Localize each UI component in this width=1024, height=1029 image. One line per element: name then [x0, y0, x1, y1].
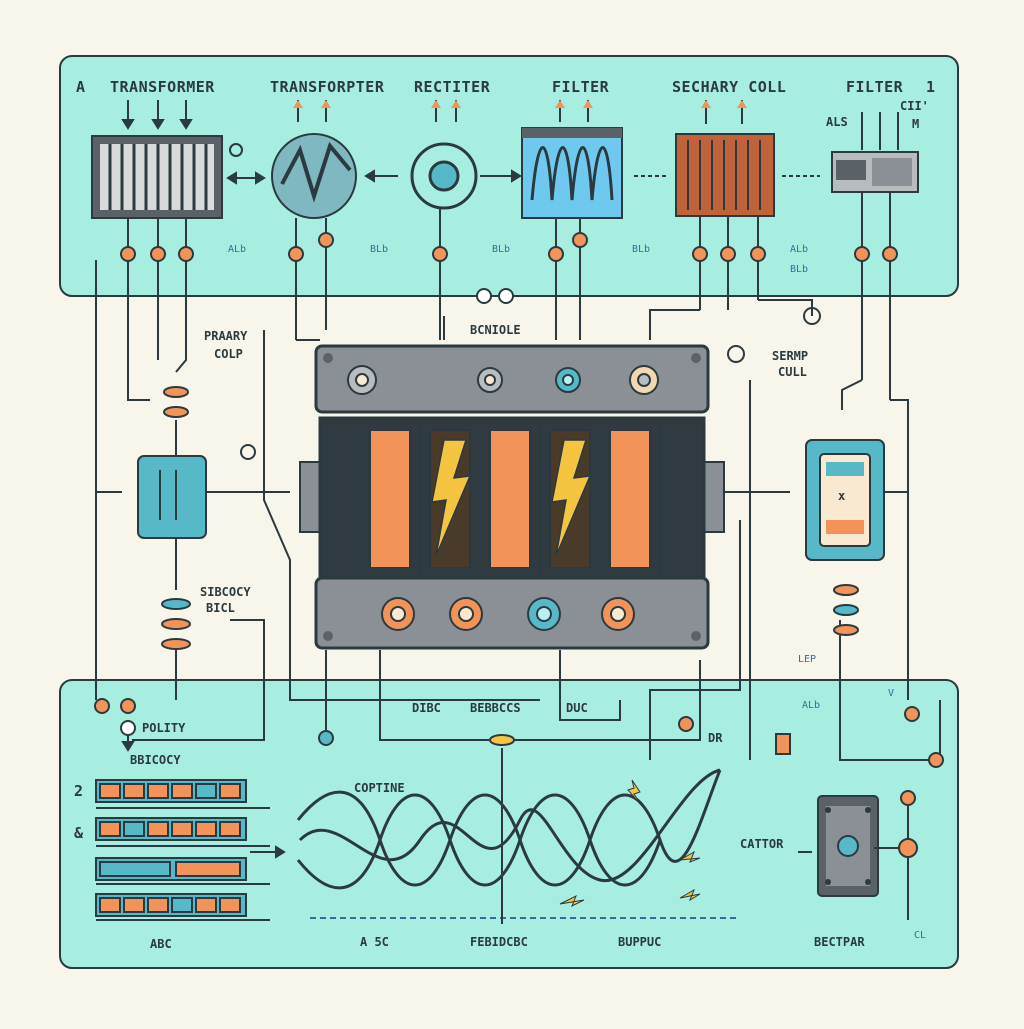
battery-top-terminals — [347, 365, 659, 395]
cattor-label: CATTOR — [740, 837, 784, 851]
center-label-1: DIBC — [412, 701, 441, 715]
right-small-alb: ALb — [802, 700, 820, 711]
primary-coil-label-1: PRAARY — [204, 329, 248, 343]
secondary-coil-label-2: CULL — [778, 365, 807, 379]
bcniole-label: BCNIOLE — [470, 323, 521, 337]
bus-label: BBICOCY — [130, 753, 181, 767]
small-label-m: M — [912, 117, 919, 131]
link-arrow-2 — [364, 169, 398, 183]
label-transformer-1: TRANSFORMER — [110, 78, 215, 96]
filter-1-icon — [521, 100, 623, 219]
top-panel-nodes — [120, 232, 898, 262]
label-filter-2: FILTER — [846, 78, 904, 96]
tick-label-1: ALb — [228, 244, 246, 255]
primary-coil-stack — [163, 386, 189, 418]
input-arrows — [121, 100, 193, 130]
left-inductor-icon — [137, 420, 207, 590]
bottom-corner-amp: & — [74, 824, 84, 842]
secondary-coil-stack — [161, 598, 191, 650]
secondary-coil-label-1: SERMP — [772, 349, 808, 363]
ac-source-icon — [271, 100, 357, 219]
bottom-left-nodes — [94, 650, 177, 752]
transformer-1-icon — [91, 135, 243, 219]
bottom-right-nodes — [874, 706, 944, 920]
small-label-als: ALS — [826, 115, 848, 129]
data-bus-bars — [95, 779, 286, 921]
svg-text:x: x — [838, 489, 845, 503]
battery-cells — [359, 420, 661, 578]
bottom-center-nodes — [318, 650, 791, 755]
spark-icons — [559, 779, 701, 908]
middle-wires — [95, 260, 941, 761]
wave-label: COPTINE — [354, 781, 405, 795]
probe-node — [803, 307, 821, 325]
label-transformer-2: TRANSFORPTER — [270, 78, 385, 96]
secondary-coil-icon — [675, 100, 775, 217]
primary-coil-label-2: COLP — [214, 347, 243, 361]
capacitor-icon — [798, 795, 879, 897]
label-rectifier: RECTITER — [414, 78, 491, 96]
link-arrow-3 — [480, 169, 522, 183]
probe-node-3 — [240, 444, 256, 460]
rectifier-icon — [410, 100, 478, 210]
bottom-label-feb: FEBIDCBC — [470, 935, 528, 949]
secondary-label-1: SIBCOCY — [200, 585, 251, 599]
bottom-label-bectpar: BECTPAR — [814, 935, 865, 949]
center-label-3: DUC — [566, 701, 588, 715]
bottom-label-buppuc: BUPPUC — [618, 935, 661, 949]
filter-2-icon — [831, 112, 919, 193]
label-secondary-coil: SECHARY COLL — [672, 78, 786, 96]
top-corner-right: 1 — [926, 78, 936, 96]
link-arrow-1 — [226, 171, 266, 185]
label-filter-1: FILTER — [552, 78, 610, 96]
tick-label-6: BLb — [790, 264, 808, 275]
tick-label-3: BLb — [492, 244, 510, 255]
tick-label-2: BLb — [370, 244, 388, 255]
tick-label-4: BLb — [632, 244, 650, 255]
secondary-label-2: BICL — [206, 601, 235, 615]
right-coil-stack — [833, 584, 859, 636]
top-corner-left: A — [76, 78, 86, 96]
right-small-v: V — [888, 688, 894, 699]
small-label-cii: CII' — [900, 99, 929, 113]
right-small-cl: CL — [914, 930, 926, 941]
dr-label: DR — [708, 731, 723, 745]
bottom-label-abc: ABC — [150, 937, 172, 951]
tick-label-5: ALb — [790, 244, 808, 255]
ac-waveforms — [296, 768, 722, 890]
lightning-bolts — [431, 439, 592, 557]
bottom-panel — [59, 679, 959, 969]
bottom-corner-2: 2 — [74, 782, 84, 800]
center-label-2: BEBBCCS — [470, 701, 521, 715]
probe-node-2 — [727, 345, 745, 363]
right-switch-icon: x — [805, 439, 885, 561]
bottom-label-a5c: A 5C — [360, 935, 389, 949]
battery-bottom-terminals — [381, 597, 635, 631]
polity-label: POLITY — [142, 721, 186, 735]
lep-label: LEP — [798, 654, 816, 665]
bcniole-connector — [443, 288, 540, 340]
